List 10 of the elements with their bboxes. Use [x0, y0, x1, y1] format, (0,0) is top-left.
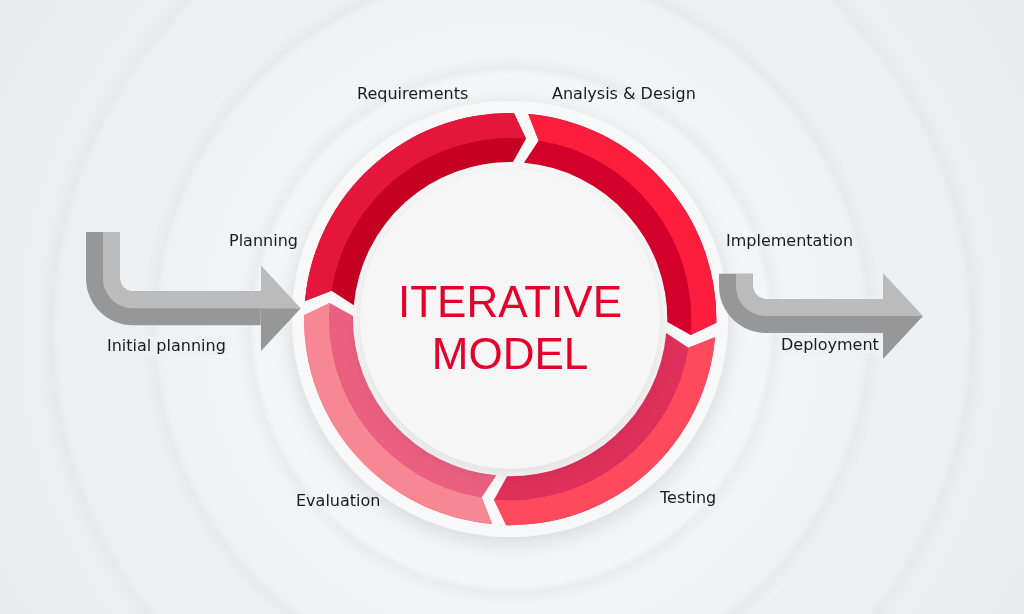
edge-label: Initial planning: [105, 336, 228, 355]
center-title: ITERATIVE MODEL: [396, 276, 624, 380]
stage-label: Implementation: [726, 231, 854, 250]
arrow: [86, 232, 301, 352]
stage-label: Evaluation: [296, 491, 381, 510]
stage-label: Analysis & Design: [552, 84, 696, 103]
stage-label: Planning: [229, 231, 298, 250]
stage-label: Testing: [660, 488, 717, 507]
edge-label: Deployment: [779, 335, 881, 354]
stage-label: Requirements: [357, 84, 469, 103]
